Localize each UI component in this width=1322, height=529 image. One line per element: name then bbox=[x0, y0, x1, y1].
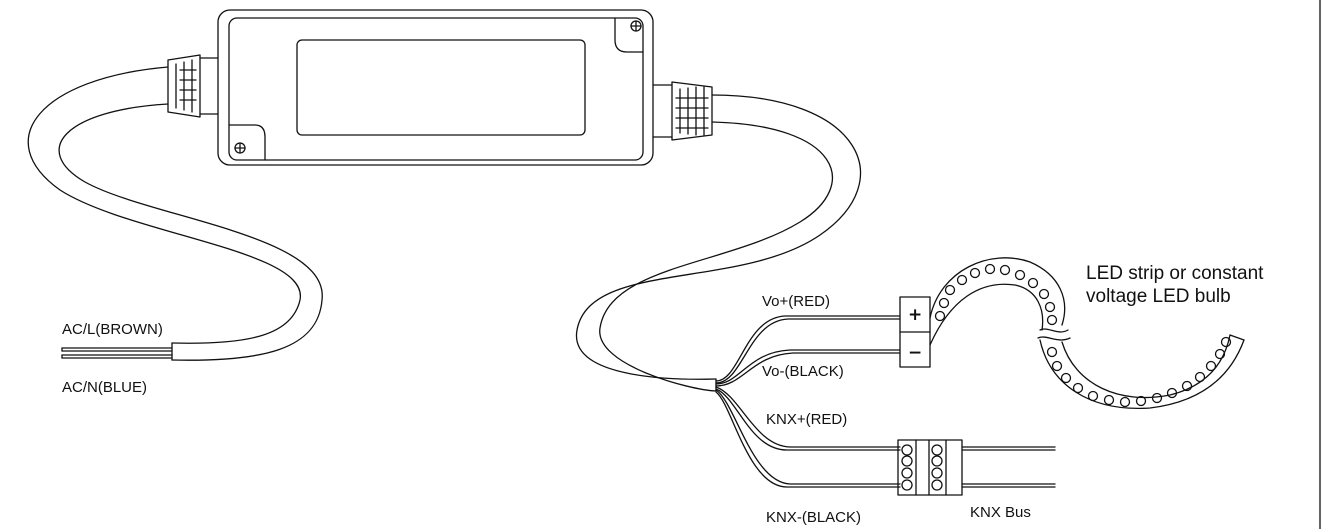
vo-minus-label: Vo-(BLACK) bbox=[762, 363, 844, 380]
terminal-minus-label: − bbox=[908, 343, 922, 363]
terminal-plus-label: + bbox=[908, 305, 922, 325]
vo-plus-label: Vo+(RED) bbox=[762, 293, 830, 310]
led-diodes bbox=[934, 263, 1232, 408]
left-cable-gland bbox=[167, 54, 219, 118]
output-cable bbox=[576, 94, 861, 392]
knx-wires bbox=[715, 386, 901, 488]
screw-hole-icon bbox=[234, 20, 642, 154]
knx-bus-lines bbox=[961, 446, 1056, 488]
led-strip bbox=[929, 257, 1245, 410]
led-load-label-line2: voltage LED bulb bbox=[1086, 286, 1231, 307]
led-driver-housing bbox=[217, 9, 654, 166]
led-terminal-block bbox=[899, 296, 931, 368]
ac-live-label: AC/L(BROWN) bbox=[62, 321, 163, 338]
knx-minus-label: KNX-(BLACK) bbox=[766, 509, 861, 526]
knx-terminal-block bbox=[897, 439, 963, 496]
knx-plus-label: KNX+(RED) bbox=[766, 411, 847, 428]
ac-input-cable bbox=[27, 66, 323, 361]
vo-wires bbox=[715, 315, 901, 387]
ac-neutral-label: AC/N(BLUE) bbox=[62, 379, 147, 396]
ac-wire-leads bbox=[61, 347, 173, 359]
knx-bus-label: KNX Bus bbox=[970, 504, 1031, 521]
led-load-label-line1: LED strip or constant bbox=[1086, 263, 1264, 284]
right-cable-gland bbox=[652, 81, 713, 141]
